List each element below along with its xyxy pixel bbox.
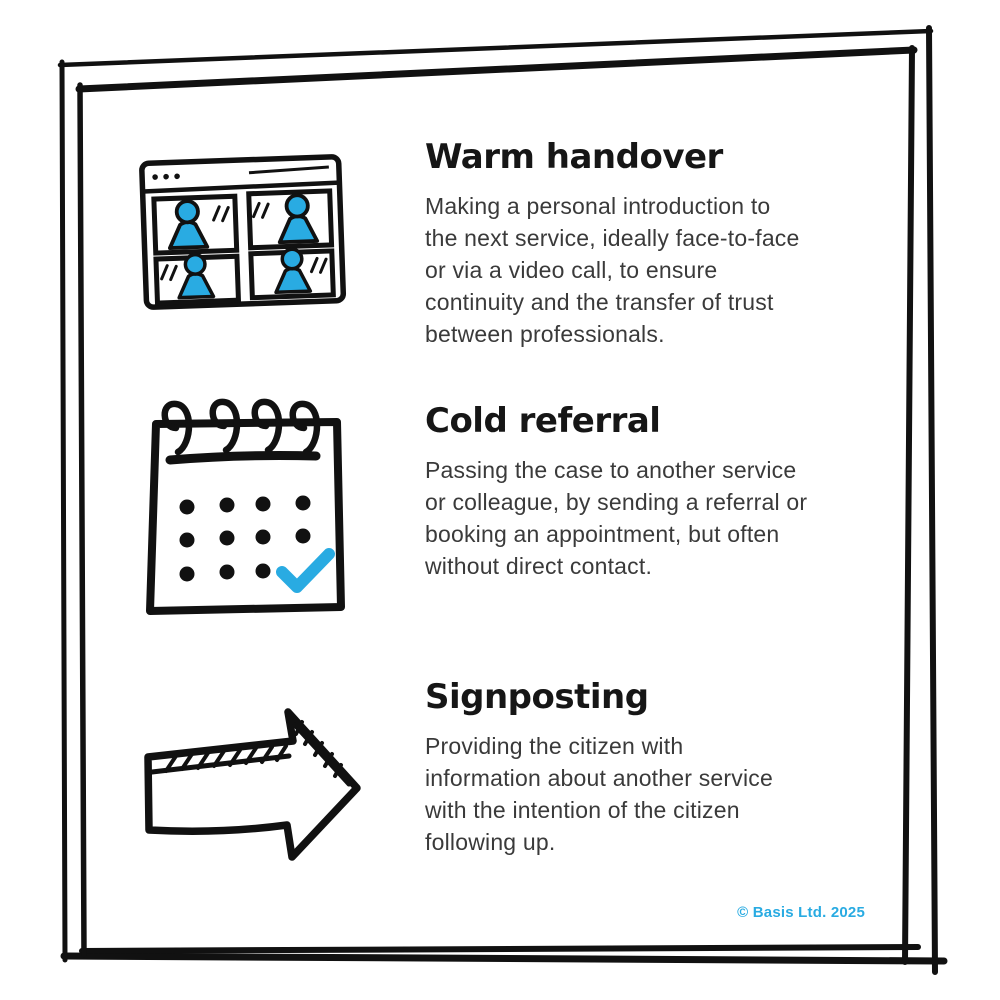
body-line: without direct contact. [425, 553, 653, 579]
section-body: Making a personal introduction to the ne… [425, 190, 885, 350]
section-body: Providing the citizen with information a… [425, 730, 885, 858]
body-line: continuity and the transfer of trust [425, 289, 774, 315]
body-line: following up. [425, 829, 556, 855]
section-warm-handover: Warm handover Making a personal introduc… [425, 136, 885, 350]
section-cold-referral: Cold referral Passing the case to anothe… [425, 400, 885, 582]
section-title: Signposting [425, 677, 649, 717]
section-title: Cold referral [425, 401, 661, 441]
body-line: or via a video call, to ensure [425, 257, 718, 283]
section-signposting: Signposting Providing the citizen with i… [425, 676, 885, 858]
body-line: between professionals. [425, 321, 665, 347]
body-line: booking an appointment, but often [425, 521, 780, 547]
video-call-icon [138, 150, 348, 317]
calendar-icon [140, 392, 345, 627]
section-body: Passing the case to another service or c… [425, 454, 885, 582]
body-line: Passing the case to another service [425, 457, 797, 483]
body-line: with the intention of the citizen [425, 797, 740, 823]
arrow-right-icon [130, 695, 365, 875]
body-line: information about another service [425, 765, 773, 791]
copyright-notice: © Basis Ltd. 2025 [737, 904, 865, 921]
body-line: Providing the citizen with [425, 733, 684, 759]
body-line: the next service, ideally face-to-face [425, 225, 800, 251]
body-line: Making a personal introduction to [425, 193, 771, 219]
body-line: or colleague, by sending a referral or [425, 489, 808, 515]
check-mark [276, 548, 335, 593]
section-title: Warm handover [425, 137, 723, 177]
